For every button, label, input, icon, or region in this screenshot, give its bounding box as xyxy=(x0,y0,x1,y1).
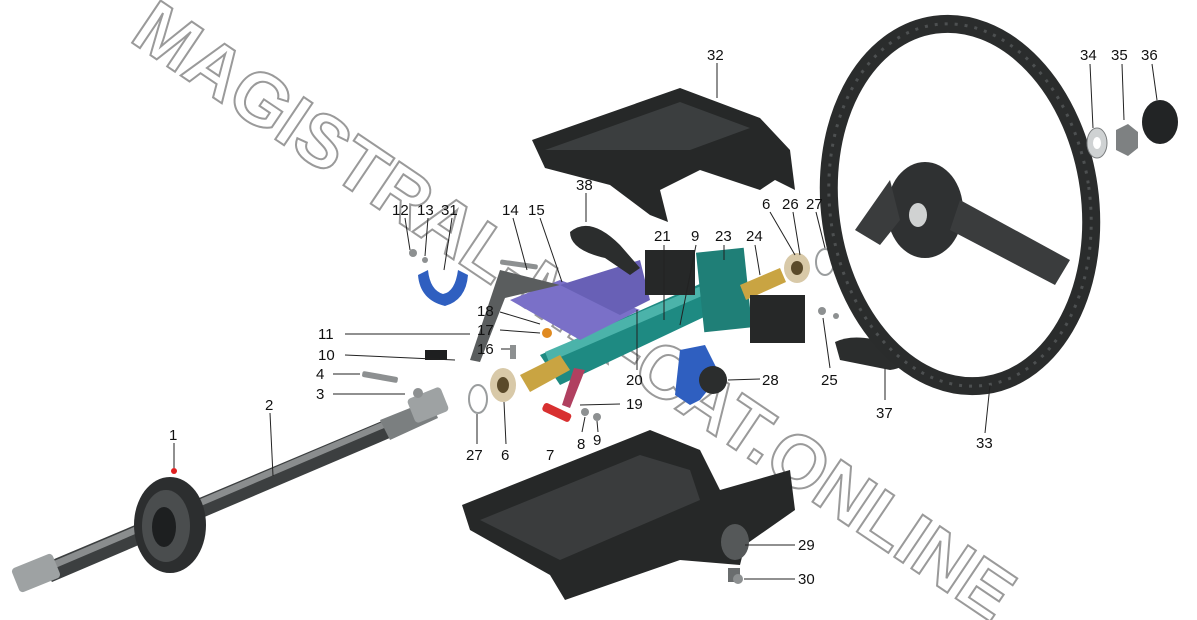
callout-15: 15 xyxy=(528,202,545,219)
callout-16: 16 xyxy=(477,341,494,358)
callout-37: 37 xyxy=(876,405,893,422)
callout-33: 33 xyxy=(976,435,993,452)
clamp-part xyxy=(418,270,468,306)
callout-labels: 1 2 3 4 6 6 7 8 9 9 10 11 12 13 14 15 16… xyxy=(169,47,1158,588)
callout-25: 25 xyxy=(821,372,838,389)
column-housing-part xyxy=(520,247,786,392)
pin-part xyxy=(542,403,572,422)
callout-24: 24 xyxy=(746,228,763,245)
callout-1: 1 xyxy=(169,427,177,444)
wheel-fasteners-part xyxy=(1086,100,1178,159)
callout-34: 34 xyxy=(1080,47,1097,64)
callout-23: 23 xyxy=(715,228,732,245)
bushing-part xyxy=(490,253,810,402)
callout-20: 20 xyxy=(626,372,643,389)
callout-27b: 27 xyxy=(806,196,823,213)
callout-12: 12 xyxy=(392,202,409,219)
callout-29: 29 xyxy=(798,537,815,554)
switch-part xyxy=(645,250,805,343)
callout-28: 28 xyxy=(762,372,779,389)
callout-13: 13 xyxy=(417,202,434,219)
callout-4: 4 xyxy=(316,366,324,383)
spring-bracket-part xyxy=(562,368,585,408)
grommet-flange-part xyxy=(134,468,206,573)
callout-2: 2 xyxy=(265,397,273,414)
callout-6b: 6 xyxy=(762,196,770,213)
callout-36: 36 xyxy=(1141,47,1158,64)
ignition-lock-part xyxy=(675,345,727,405)
callout-31: 31 xyxy=(441,202,458,219)
callout-26: 26 xyxy=(782,196,799,213)
bushing-orange-part xyxy=(542,328,552,338)
callout-8: 8 xyxy=(577,436,585,453)
callout-9a: 9 xyxy=(593,432,601,449)
callout-21: 21 xyxy=(654,228,671,245)
small-fasteners-part xyxy=(362,249,839,584)
callout-11: 11 xyxy=(318,326,334,343)
callout-38: 38 xyxy=(576,177,593,194)
callout-27a: 27 xyxy=(466,447,483,464)
callout-17: 17 xyxy=(477,322,494,339)
callout-14: 14 xyxy=(502,202,519,219)
callout-10: 10 xyxy=(318,347,335,364)
callout-30: 30 xyxy=(798,571,815,588)
callout-7: 7 xyxy=(546,447,554,464)
lower-shroud-part xyxy=(462,430,795,600)
intermediate-shaft-part xyxy=(11,387,449,593)
upper-shroud-part xyxy=(532,88,795,222)
callout-6a: 6 xyxy=(501,447,509,464)
callout-19: 19 xyxy=(626,396,643,413)
strap-part xyxy=(425,270,560,362)
mounting-plate-part xyxy=(510,260,650,340)
callout-35: 35 xyxy=(1111,47,1128,64)
callout-32: 32 xyxy=(707,47,724,64)
callout-3: 3 xyxy=(316,386,324,403)
steering-wheel-part xyxy=(819,14,1101,396)
callout-18: 18 xyxy=(477,303,494,320)
leader-lines xyxy=(173,63,1158,580)
callout-9b: 9 xyxy=(691,228,699,245)
